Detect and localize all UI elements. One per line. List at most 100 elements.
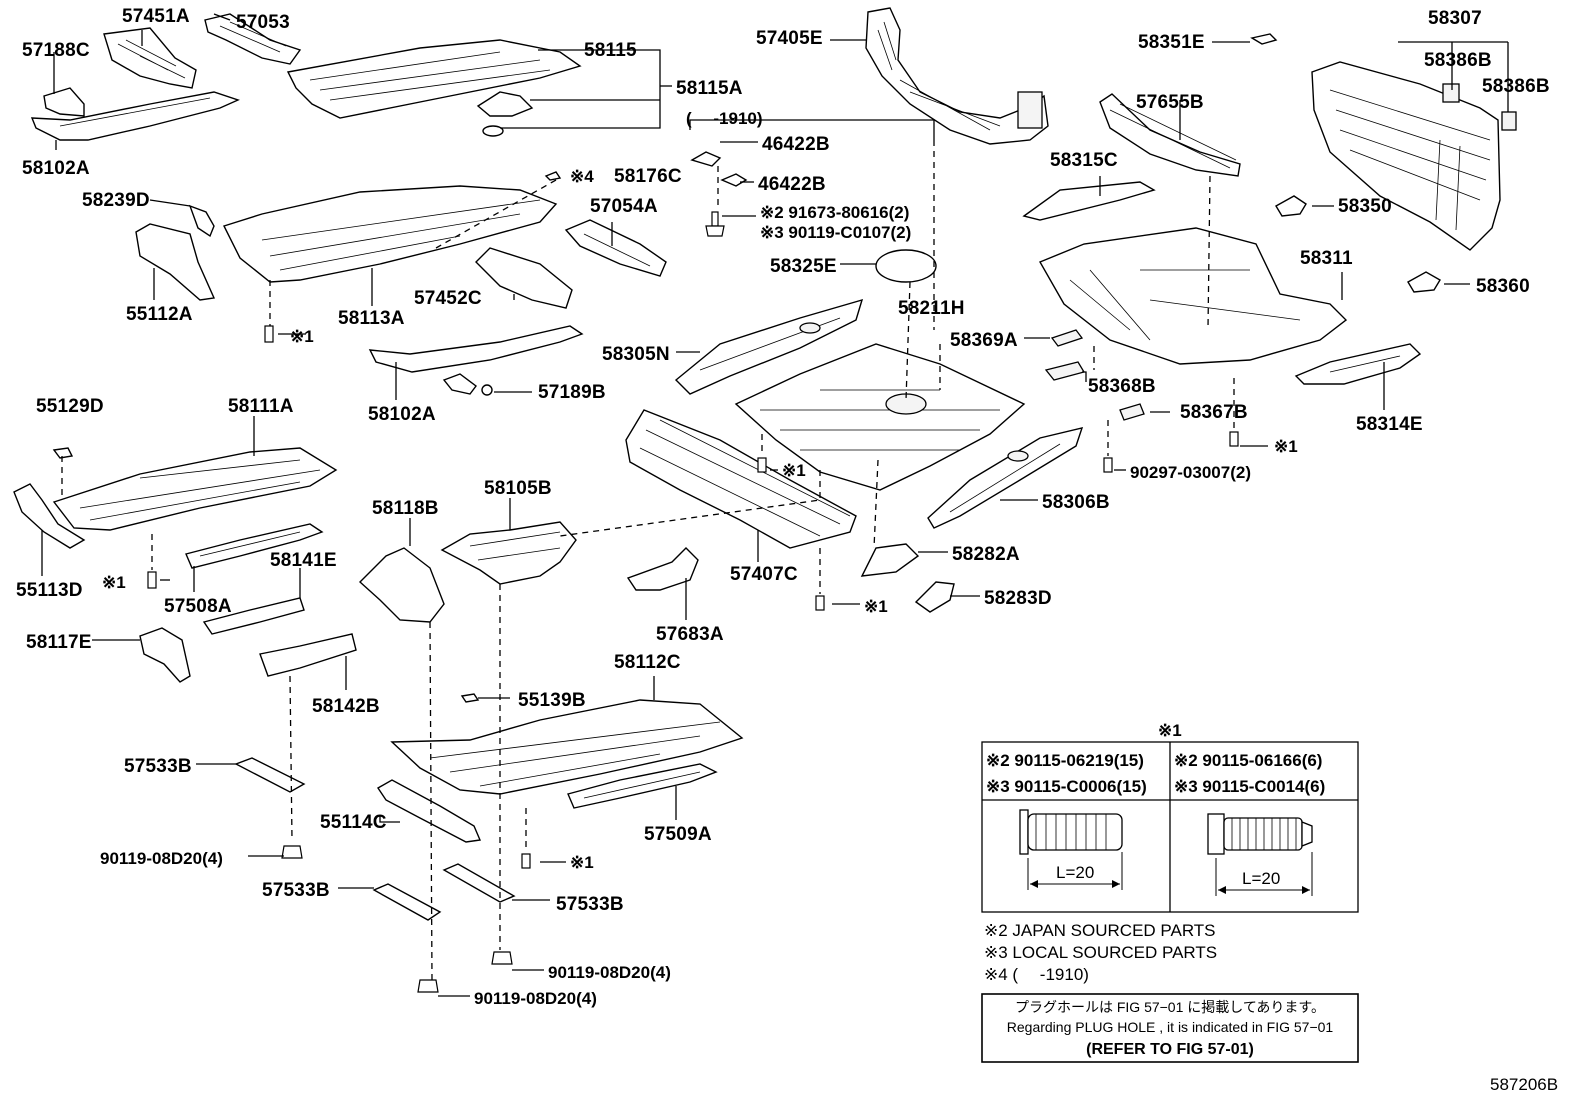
part-57188C [43, 87, 85, 117]
label-57407C: 57407C [730, 564, 798, 585]
label-90119-08D20-c: 90119-08D20(4) [474, 989, 597, 1008]
part-55114C [377, 779, 482, 843]
part-57533B-c [442, 863, 516, 903]
part-57053 [204, 13, 302, 65]
part-58282A [860, 543, 920, 577]
box-line-en: Regarding PLUG HOLE , it is indicated in… [1007, 1019, 1334, 1035]
label-mark1-a: ※1 [290, 327, 314, 346]
label-58102A-mid: 58102A [368, 404, 436, 425]
label-58115A: 58115A [676, 78, 743, 99]
table-row1-left: ※2 90115-06219(15) [986, 751, 1144, 770]
part-55113D [13, 483, 86, 549]
label-58386B-b: 58386B [1482, 76, 1550, 97]
label-58102A-top: 58102A [22, 158, 90, 179]
label-58211H: 58211H [898, 298, 965, 319]
label-58367B: 58367B [1180, 402, 1248, 423]
label-55113D: 55113D [16, 580, 83, 601]
label-58141E: 58141E [270, 550, 337, 571]
part-57451A [103, 27, 197, 89]
label-58117E: 58117E [26, 632, 92, 653]
part-58314E [1294, 343, 1422, 385]
label-58113A: 58113A [338, 308, 405, 329]
label-57683A: 57683A [656, 624, 724, 645]
label-58315C: 58315C [1050, 150, 1118, 171]
part-labels: 57451A 57053 57188C 58115 58115A 58102A … [16, 6, 1550, 1008]
label-58115: 58115 [584, 40, 637, 61]
notes: ※2 JAPAN SOURCED PARTS ※3 LOCAL SOURCED … [984, 921, 1217, 984]
part-58305N [674, 298, 864, 395]
label-57533B-a: 57533B [124, 756, 192, 777]
part-58283D [914, 581, 955, 613]
part-58118B [358, 547, 445, 623]
fastener-table: ※1 ※2 90115-06219(15) ※2 90115-06166(6) … [981, 721, 1359, 913]
part-58351E [1250, 33, 1278, 45]
label-90119-08D20-a: 90119-08D20(4) [100, 849, 223, 868]
label-90119-C0107: ※3 90119-C0107(2) [760, 223, 911, 242]
part-57407C [625, 409, 857, 549]
part-46422B-lower [720, 173, 748, 187]
box-line-jp: プラグホールは FIG 57−01 に掲載してあります。 [1015, 999, 1325, 1015]
part-58115A [476, 91, 534, 137]
label-mark1-c: ※1 [782, 461, 806, 480]
label-57188C: 57188C [22, 40, 90, 61]
part-58350 [1275, 195, 1307, 217]
part-58369A [1050, 329, 1084, 347]
label-mark1-e: ※1 [864, 597, 888, 616]
part-58325E [875, 249, 937, 283]
label-57452C: 57452C [414, 288, 482, 309]
bolt-91673 [705, 211, 725, 237]
part-58102A-top [30, 91, 240, 141]
label-58314E: 58314E [1356, 414, 1423, 435]
label-57533B-b: 57533B [262, 880, 330, 901]
part-58115 [286, 39, 582, 119]
part-57508A [185, 523, 324, 569]
label-range-1910: ( -1910) [686, 109, 763, 128]
part-58360 [1407, 271, 1441, 293]
label-58369A: 58369A [950, 330, 1018, 351]
bolt-icons [147, 325, 1239, 993]
label-46422B-a: 46422B [762, 134, 830, 155]
part-55112A [135, 223, 216, 301]
label-mark4: ※4 [570, 167, 594, 186]
label-91673: ※2 91673-80616(2) [760, 203, 909, 222]
part-57452C [475, 247, 573, 309]
label-58105B: 58105B [484, 478, 552, 499]
label-55114C: 55114C [320, 812, 387, 833]
part-58112C [390, 699, 744, 795]
label-57451A: 57451A [122, 6, 190, 27]
label-58350: 58350 [1338, 196, 1392, 217]
part-58111A [52, 447, 338, 531]
part-57683A [626, 547, 699, 591]
label-58360: 58360 [1476, 276, 1530, 297]
note-1910: ※4 ( -1910) [984, 965, 1089, 984]
label-58282A: 58282A [952, 544, 1020, 565]
part-58142B [259, 633, 357, 677]
label-90297: 90297-03007(2) [1130, 463, 1251, 482]
label-57508A: 57508A [164, 596, 232, 617]
label-58307: 58307 [1428, 8, 1482, 29]
part-58239D [188, 204, 215, 238]
label-57053: 57053 [236, 12, 290, 33]
label-57054A: 57054A [590, 196, 658, 217]
dim-right: L=20 [1242, 869, 1280, 888]
part-58306B [927, 427, 1084, 529]
table-row2-left: ※3 90115-C0006(15) [986, 777, 1147, 796]
label-58386B-a: 58386B [1424, 50, 1492, 71]
part-58105B [440, 521, 577, 585]
part-57054A [564, 219, 667, 277]
part-58368B [1044, 361, 1086, 381]
label-58176C: 58176C [614, 166, 682, 187]
part-58367B [1119, 403, 1145, 421]
label-58112C: 58112C [614, 652, 681, 673]
part-58211H [734, 343, 1026, 491]
label-57655B: 57655B [1136, 92, 1204, 113]
dashed-lines [61, 140, 1235, 981]
label-58305N: 58305N [602, 344, 670, 365]
part-57509A [567, 763, 718, 809]
label-58368B: 58368B [1088, 376, 1156, 397]
part-58311 [1038, 227, 1348, 365]
label-58325E: 58325E [770, 256, 837, 277]
part-58141E [202, 597, 305, 635]
label-58351E: 58351E [1138, 32, 1205, 53]
